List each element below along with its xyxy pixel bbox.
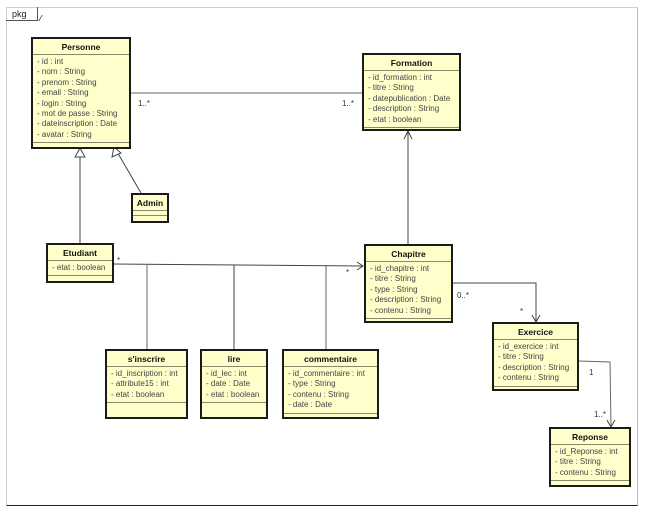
attribute-list: - id_exercice : int - titre : String - d… [494,340,577,387]
multiplicity-chapitre: * [346,268,350,277]
attribute: - avatar : String [37,129,92,139]
class-name: Etudiant [48,245,112,261]
multiplicity-formation: 1..* [342,99,355,108]
attribute: - id_chapitre : int [370,264,430,273]
assoc-etudiant-chapitre[interactable] [113,263,364,267]
attribute-list: - id_inscription : int - attribute15 : i… [107,367,186,404]
attribute-list: - id_commentaire : int - type : String -… [284,367,377,414]
attribute: - id_formation : int [368,73,433,82]
multiplicity-etudiant: * [117,256,121,265]
attribute: - prenom : String [37,77,97,87]
multiplicity-reponse: 1..* [594,410,607,419]
class-sinscrire[interactable]: s'inscrire - id_inscription : int - attr… [105,349,188,419]
attribute-list: - id_lec : int - date : Date - etat : bo… [202,367,266,404]
assoc-exercice-reponse[interactable] [578,360,612,428]
class-name: Exercice [494,324,577,340]
attribute: - nom : String [37,67,86,77]
operation-list [107,403,186,409]
class-name: lire [202,351,266,367]
attribute: - id_exercice : int [498,342,559,351]
class-name: commentaire [284,351,377,367]
attribute: - contenu : String [288,389,349,399]
operation-list [284,414,377,420]
operation-list [364,128,459,134]
attribute: - mot de passe : String [37,109,118,119]
attribute: - attribute15 : int [111,379,169,389]
class-name: Reponse [551,429,629,445]
attribute: - etat : boolean [52,263,106,272]
attribute: - dateinscription : Date [37,119,118,129]
operation-list [551,481,629,487]
attribute: - etat : boolean [111,389,165,399]
class-name: s'inscrire [107,351,186,367]
attribute: - login : String [37,98,87,108]
open-arrowhead-icon [403,129,413,140]
attribute: - date : Date [206,379,251,389]
attribute: - id_commentaire : int [288,369,365,378]
attribute: - titre : String [555,457,601,467]
class-exercice[interactable]: Exercice - id_exercice : int - titre : S… [492,322,579,391]
attribute-list: - etat : boolean [48,261,112,277]
attribute: - contenu : String [370,305,431,315]
class-name: Admin [133,195,167,211]
open-arrowhead-icon [356,261,364,271]
operation-list [202,403,266,409]
generalization-arrowhead-icon [111,146,122,158]
attribute: - titre : String [370,274,416,284]
class-lire[interactable]: lire - id_lec : int - date : Date - etat… [200,349,268,419]
class-formation[interactable]: Formation - id_formation : int - titre :… [362,53,461,131]
attribute-list: - id : int - nom : String - prenom : Str… [33,55,129,144]
generalization-arrowhead-icon [74,146,86,158]
attribute: - id_inscription : int [111,369,178,378]
operation-list [494,387,577,393]
class-personne[interactable]: Personne - id : int - nom : String - pre… [31,37,131,149]
multiplicity-exercice-reponse: 1 [589,368,594,377]
attribute: - etat : boolean [206,389,260,399]
attribute: - date : Date [288,400,333,410]
attribute-list: - id_chapitre : int - titre : String - t… [366,262,451,320]
attribute-list [133,211,167,216]
attribute: - id_lec : int [206,369,247,378]
package-label: pkg [6,7,38,21]
class-name: Formation [364,55,459,71]
attribute: - type : String [288,379,336,389]
attribute-list: - id_formation : int - titre : String - … [364,71,459,129]
multiplicity-personne: 1..* [138,99,151,108]
assoc-chapitre-exercice[interactable] [453,282,537,322]
attribute: - description : String [368,104,440,114]
package-frame [6,7,638,506]
attribute: - description : String [498,362,570,372]
class-etudiant[interactable]: Etudiant - etat : boolean [46,243,114,283]
multiplicity-chapitre-exercice: 0..* [457,291,470,300]
class-reponse[interactable]: Reponse - id_Reponse : int - titre : Str… [549,427,631,487]
attribute: - contenu : String [498,373,559,383]
attribute-list: - id_Reponse : int - titre : String - co… [551,445,629,482]
operation-list [48,276,112,282]
operation-list [366,319,451,325]
class-chapitre[interactable]: Chapitre - id_chapitre : int - titre : S… [364,244,453,323]
attribute: - datepublication : Date [368,93,451,103]
attribute: - id : int [37,57,64,66]
class-commentaire[interactable]: commentaire - id_commentaire : int - typ… [282,349,379,419]
attribute: - id_Reponse : int [555,447,618,456]
attribute: - description : String [370,295,442,305]
multiplicity-exercice: * [520,307,524,316]
attribute: - titre : String [368,83,414,93]
attribute: - titre : String [498,352,544,362]
attribute: - contenu : String [555,467,616,477]
class-name: Personne [33,39,129,55]
class-admin[interactable]: Admin [131,193,169,223]
attribute: - email : String [37,88,89,98]
attribute: - type : String [370,284,418,294]
operation-list [133,216,167,222]
generalization-admin-personne[interactable] [115,149,142,194]
attribute: - etat : boolean [368,114,422,124]
operation-list [33,143,129,149]
class-name: Chapitre [366,246,451,262]
